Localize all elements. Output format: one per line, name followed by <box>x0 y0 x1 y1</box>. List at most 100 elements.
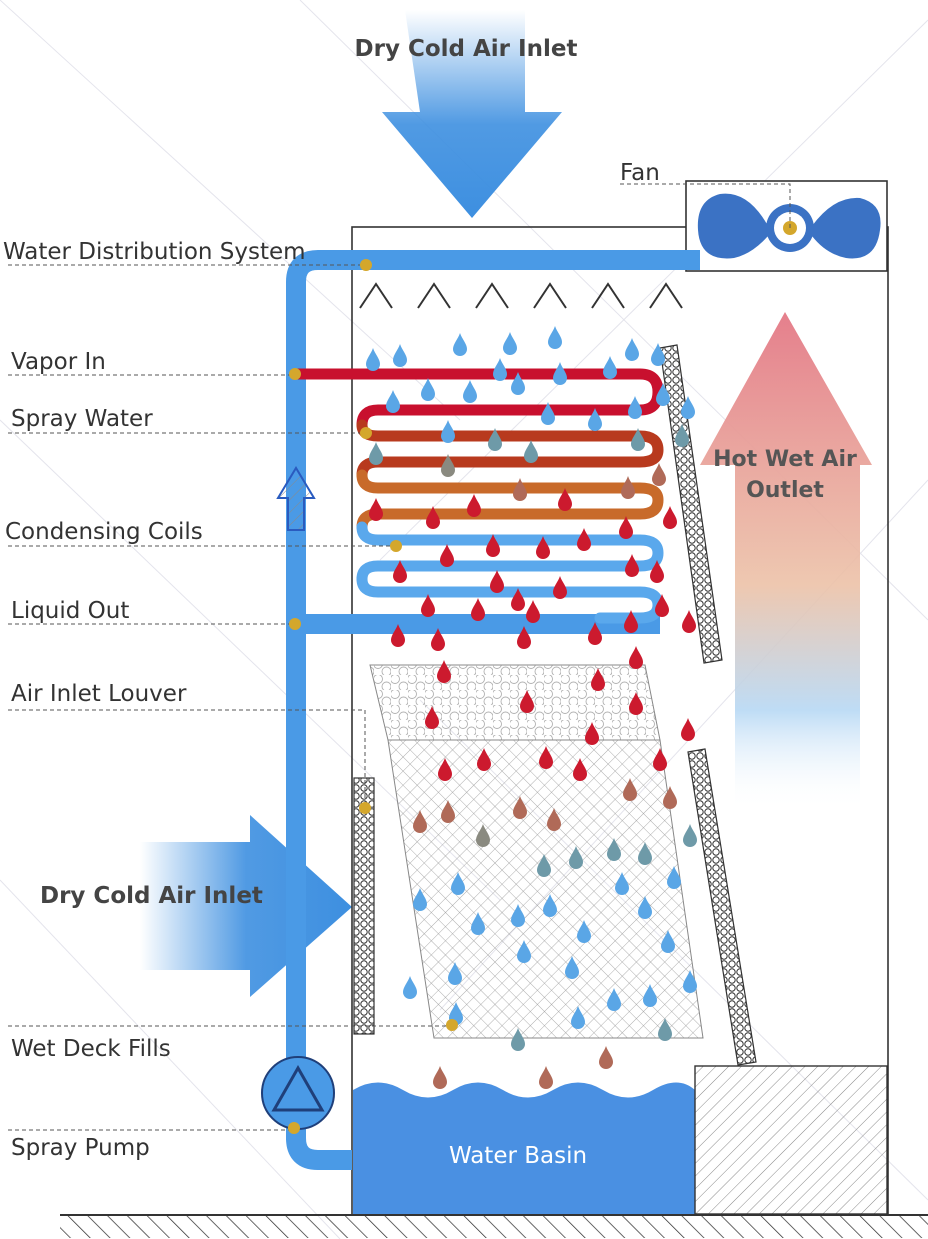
water-drop <box>615 872 629 895</box>
water-drop <box>553 576 567 599</box>
water-drop <box>421 594 435 617</box>
water-drop <box>486 534 500 557</box>
water-drop <box>675 424 689 447</box>
spray-nozzles <box>359 282 683 309</box>
water-drop <box>577 528 591 551</box>
water-drop <box>393 344 407 367</box>
air-inlet-louver-label: Air Inlet Louver <box>11 681 187 707</box>
water-drop <box>573 758 587 781</box>
condensing-coils <box>290 368 664 624</box>
wet-deck-fill <box>387 739 704 1039</box>
water-drop <box>441 454 455 477</box>
hot-air-outlet-arrow <box>700 312 872 810</box>
water-drop <box>663 506 677 529</box>
water-drop <box>625 554 639 577</box>
vapor-in-label: Vapor In <box>11 349 106 375</box>
water-drop <box>683 824 697 847</box>
water-drop <box>548 326 562 349</box>
water-drop <box>543 894 557 917</box>
water-drop <box>539 1066 553 1089</box>
water-drop <box>565 956 579 979</box>
water-drop <box>421 378 435 401</box>
water-drop <box>517 940 531 963</box>
water-drop <box>571 1006 585 1029</box>
water-drop <box>655 594 669 617</box>
water-drop <box>511 904 525 927</box>
water-drop <box>607 988 621 1011</box>
water-drop <box>477 748 491 771</box>
water-drop <box>438 758 452 781</box>
water-drop <box>631 428 645 451</box>
water-drop <box>366 348 380 371</box>
hot-wet-air-label-line2: Outlet <box>746 478 824 503</box>
water-drop <box>441 420 455 443</box>
water-drop <box>451 872 465 895</box>
water-drop <box>638 896 652 919</box>
water-drop <box>511 372 525 395</box>
drift-eliminator-upper <box>659 344 723 664</box>
spray-water-label: Spray Water <box>11 406 153 432</box>
drift-eliminator-lower <box>687 748 757 1066</box>
water-drop <box>643 984 657 1007</box>
water-drop <box>577 920 591 943</box>
spray-pump-icon <box>271 1064 325 1112</box>
water-drop <box>621 476 635 499</box>
water-drop <box>536 536 550 559</box>
water-drop <box>490 570 504 593</box>
water-drop <box>511 1028 525 1051</box>
water-drop <box>537 854 551 877</box>
water-drop <box>541 402 555 425</box>
water-basin-label: Water Basin <box>449 1143 587 1169</box>
condensing-coils-label: Condensing Coils <box>5 519 203 545</box>
water-drop <box>440 544 454 567</box>
water-drop <box>433 1066 447 1089</box>
water-drop <box>599 1046 613 1069</box>
water-drop <box>607 838 621 861</box>
water-drop <box>603 356 617 379</box>
water-drop <box>426 506 440 529</box>
air-inlet-louver <box>353 777 375 1035</box>
water-drop <box>558 488 572 511</box>
water-drop <box>651 343 665 366</box>
water-drop <box>493 358 507 381</box>
water-distribution-label: Water Distribution System <box>3 239 306 265</box>
water-drop <box>667 866 681 889</box>
water-drop <box>629 692 643 715</box>
water-drop <box>476 824 490 847</box>
water-drop <box>403 976 417 999</box>
water-drop <box>386 390 400 413</box>
top-air-inlet-arrow <box>382 10 562 218</box>
leader-lines <box>8 183 791 1131</box>
water-basin <box>353 1082 695 1214</box>
water-drop <box>547 808 561 831</box>
water-drop <box>413 810 427 833</box>
water-drops <box>366 326 697 1089</box>
water-drop <box>431 628 445 651</box>
ground-hatch <box>60 1216 928 1238</box>
water-drop <box>369 442 383 465</box>
water-drop <box>511 588 525 611</box>
water-drop <box>652 463 666 486</box>
water-drop <box>448 962 462 985</box>
water-drop <box>467 494 481 517</box>
water-drop <box>591 668 605 691</box>
water-drop <box>569 846 583 869</box>
water-drop <box>619 516 633 539</box>
water-drop <box>425 706 439 729</box>
water-drop <box>488 428 502 451</box>
water-drop <box>681 396 695 419</box>
water-drop <box>682 610 696 633</box>
water-drop <box>658 1018 672 1041</box>
water-drop <box>653 748 667 771</box>
water-drop <box>393 560 407 583</box>
water-drop <box>623 778 637 801</box>
wet-deck-fill-top <box>369 664 661 741</box>
side-air-inlet-label: Dry Cold Air Inlet <box>40 883 263 909</box>
flow-up-arrow <box>276 466 316 531</box>
water-drop <box>661 930 675 953</box>
water-drop <box>471 598 485 621</box>
water-drop <box>524 440 538 463</box>
water-drop <box>628 396 642 419</box>
water-drop <box>629 646 643 669</box>
